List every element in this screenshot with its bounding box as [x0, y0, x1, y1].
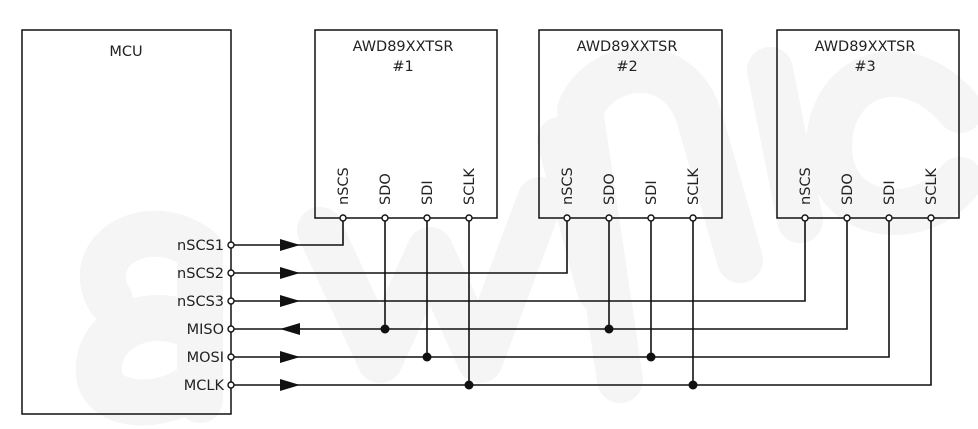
- device-3-title: AWD89XXTSR: [815, 39, 916, 55]
- device-3-pin-sdi: [885, 214, 893, 222]
- device-3-index: #3: [854, 59, 875, 75]
- mcu-block: MCU: [21, 29, 232, 415]
- device-3-pin-sdo: [843, 214, 851, 222]
- mcu-pin-miso: [227, 325, 235, 333]
- wire-miso: [231, 218, 848, 330]
- wire-nscs3: [231, 218, 806, 302]
- device-1-pin-label-sdi: SDI: [420, 180, 436, 205]
- mcu-pin-label-mosi: MOSI: [187, 350, 224, 366]
- arrow-right-icon: [280, 351, 300, 363]
- device-3-pin-label-sdo: SDO: [840, 173, 856, 205]
- arrow-right-icon: [280, 239, 300, 251]
- device-3-pin-label-sdi: SDI: [882, 180, 898, 205]
- device-3-pin-nscs: [801, 214, 809, 222]
- device-2-pin-sdo: [605, 214, 613, 222]
- device-1-pin-sdi: [423, 214, 431, 222]
- wire-mclk: [231, 218, 932, 386]
- device-3-pin-sclk: [927, 214, 935, 222]
- watermark-glyph-a: [75, 210, 223, 426]
- device-3-pin-label-sclk: SCLK: [924, 168, 940, 205]
- device-2-pin-sclk: [689, 214, 697, 222]
- device-1-pin-nscs: [339, 214, 347, 222]
- watermark: [75, 47, 978, 426]
- watermark-glyph-w: [297, 177, 563, 383]
- wires: [231, 218, 932, 386]
- arrow-right-icon: [280, 295, 300, 307]
- device-1-pin-sclk: [465, 214, 473, 222]
- wire-nscs1: [231, 218, 344, 246]
- junction-dot: [688, 380, 698, 390]
- mcu-pin-nscs2: [227, 269, 235, 277]
- device-3-pin-label-nscs: nSCS: [798, 167, 814, 205]
- device-1: AWD89XXTSR #1 nSCS SDO SDI SCLK: [314, 29, 498, 219]
- device-2: AWD89XXTSR #2 nSCS SDO SDI SCLK: [538, 29, 723, 219]
- device-2-pin-label-sclk: SCLK: [686, 168, 702, 205]
- arrow-right-icon: [280, 267, 300, 279]
- mcu-pin-mosi: [227, 353, 235, 361]
- mcu-pin-label-nscs3: nSCS3: [177, 294, 224, 310]
- watermark-glyph-c: [806, 50, 978, 235]
- watermark-glyph-n: [557, 47, 763, 403]
- device-1-pin-label-sclk: SCLK: [462, 168, 478, 205]
- device-1-pin-label-sdo: SDO: [378, 173, 394, 205]
- arrow-left-icon: [280, 323, 300, 335]
- mcu-title: MCU: [109, 44, 142, 60]
- device-2-pin-label-sdi: SDI: [644, 180, 660, 205]
- mcu-pin-label-nscs1: nSCS1: [177, 238, 224, 254]
- junction-dots: [380, 324, 698, 390]
- mcu-pin-label-nscs2: nSCS2: [177, 266, 224, 282]
- device-1-title: AWD89XXTSR: [353, 39, 454, 55]
- mcu-pin-labels: nSCS1 nSCS2 nSCS3 MISO MOSI MCLK: [177, 238, 224, 394]
- direction-arrows: [280, 239, 300, 391]
- junction-dot: [464, 380, 474, 390]
- junction-dot: [604, 324, 614, 334]
- arrow-right-icon: [280, 379, 300, 391]
- device-1-index: #1: [392, 59, 413, 75]
- wire-nscs2: [231, 218, 568, 274]
- pin-terminals: [227, 214, 935, 389]
- mcu-box: [21, 29, 232, 415]
- junction-dot: [422, 352, 432, 362]
- device-1-pin-label-nscs: nSCS: [336, 167, 352, 205]
- mcu-pin-label-miso: MISO: [187, 322, 224, 338]
- mcu-pin-nscs1: [227, 241, 235, 249]
- watermark-glyph-i2: [747, 47, 823, 243]
- mcu-pin-label-mclk: MCLK: [184, 378, 225, 394]
- device-2-index: #2: [616, 59, 637, 75]
- device-2-pin-label-sdo: SDO: [602, 173, 618, 205]
- wire-mosi: [231, 218, 890, 358]
- device-1-box: [314, 29, 498, 219]
- device-2-pin-nscs: [563, 214, 571, 222]
- junction-dot: [646, 352, 656, 362]
- device-1-pin-sdo: [381, 214, 389, 222]
- device-2-box: [538, 29, 723, 219]
- device-2-pin-label-nscs: nSCS: [560, 167, 576, 205]
- device-3: AWD89XXTSR #3 nSCS SDO SDI SCLK: [776, 29, 960, 219]
- device-2-pin-sdi: [647, 214, 655, 222]
- device-3-box: [776, 29, 960, 219]
- junction-dot: [380, 324, 390, 334]
- device-2-title: AWD89XXTSR: [577, 39, 678, 55]
- mcu-pin-nscs3: [227, 297, 235, 305]
- mcu-pin-mclk: [227, 381, 235, 389]
